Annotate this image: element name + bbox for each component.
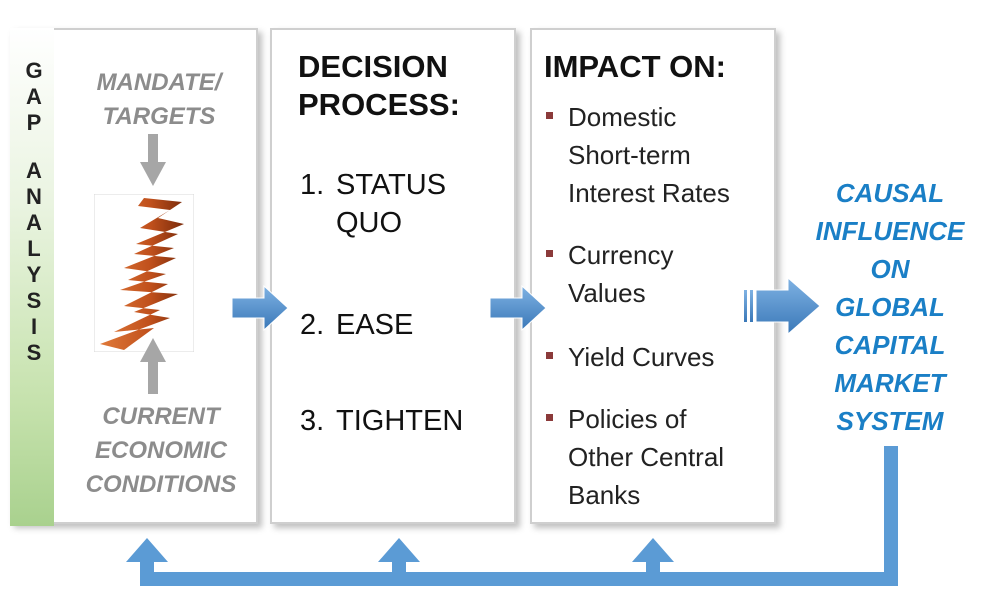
decision-step-ease: 2. EASE xyxy=(300,306,413,344)
causal-line: ON xyxy=(870,254,910,284)
gap-letter: P xyxy=(26,110,42,135)
right-arrow-icon xyxy=(489,284,547,332)
gap-letter: L xyxy=(27,236,41,261)
step-number: 1. xyxy=(300,169,325,201)
gap-analysis-vertical-label: G A P A N A L Y S I S xyxy=(12,58,56,366)
mandate-line: TARGETS xyxy=(102,103,216,130)
impact-item-line: Short-term xyxy=(568,140,691,170)
step-text: STATUS xyxy=(336,169,447,201)
current-line: CURRENT xyxy=(102,403,220,430)
impact-item-domestic-rates: Domestic Short-term Interest Rates xyxy=(542,98,730,212)
impact-on-title: IMPACT ON: xyxy=(544,49,726,84)
bullet-square-icon xyxy=(546,414,553,421)
gap-letter: A xyxy=(26,158,42,183)
causal-line: CAPITAL xyxy=(834,330,946,360)
right-arrow-icon xyxy=(744,276,821,336)
decision-title-line: DECISION xyxy=(298,49,448,84)
causal-line: MARKET xyxy=(834,368,946,398)
impact-item-line: Interest Rates xyxy=(568,178,730,208)
bullet-square-icon xyxy=(546,112,553,119)
impact-item-yield-curves: Yield Curves xyxy=(542,338,714,376)
gap-letter: G xyxy=(25,58,43,83)
gap-letter: I xyxy=(30,314,38,339)
gap-letter: S xyxy=(26,288,42,313)
impact-item-line: Values xyxy=(568,278,646,308)
step-text: EASE xyxy=(336,309,414,341)
gap-letter: Y xyxy=(26,262,42,287)
impact-item-line: Policies of xyxy=(568,404,687,434)
gap-zigzag-icon xyxy=(94,194,194,352)
bullet-square-icon xyxy=(546,352,553,359)
gap-letter: S xyxy=(26,340,42,365)
step-text: QUO xyxy=(336,207,403,239)
causal-influence-label: CAUSAL INFLUENCE ON GLOBAL CAPITAL MARKE… xyxy=(790,174,990,440)
decision-process-title: DECISION PROCESS: xyxy=(298,48,508,124)
impact-item-line: Currency xyxy=(568,240,674,270)
current-economic-conditions-label: CURRENT ECONOMIC CONDITIONS xyxy=(64,400,258,502)
bullet-square-icon xyxy=(546,250,553,257)
causal-line: GLOBAL xyxy=(835,292,945,322)
impact-item-line: Banks xyxy=(568,480,641,510)
gap-analysis-strip xyxy=(10,28,54,526)
mandate-line: MANDATE/ xyxy=(96,69,222,96)
gap-letter: A xyxy=(26,210,42,235)
decision-process-box: DECISION PROCESS: 1. STATUS QUO 2. EASE 3. T… xyxy=(270,28,516,524)
gap-analysis-box: G A P A N A L Y S I S MANDATE/ TARGETS xyxy=(10,28,258,526)
gap-letter: N xyxy=(26,184,42,209)
impact-item-line: Yield Curves xyxy=(568,342,715,372)
causal-line: INFLUENCE xyxy=(815,216,965,246)
impact-on-box: IMPACT ON: Domestic Short-term Interest … xyxy=(530,28,776,524)
down-arrow-icon xyxy=(140,134,166,186)
impact-item-currency-values: Currency Values xyxy=(542,236,673,312)
step-number: 2. xyxy=(300,309,325,341)
impact-item-other-central-banks: Policies of Other Central Banks xyxy=(542,400,724,514)
gap-letter: A xyxy=(26,84,42,109)
impact-item-line: Domestic xyxy=(568,102,677,132)
step-text: TIGHTEN xyxy=(336,405,464,437)
up-arrow-icon xyxy=(140,338,166,394)
right-arrow-icon xyxy=(231,284,289,332)
decision-step-status-quo: 1. STATUS QUO xyxy=(300,166,446,242)
impact-item-line: Other Central xyxy=(568,442,725,472)
current-line: ECONOMIC xyxy=(95,437,227,464)
current-line: CONDITIONS xyxy=(85,471,237,498)
decision-step-tighten: 3. TIGHTEN xyxy=(300,402,463,440)
step-number: 3. xyxy=(300,405,325,437)
causal-line: CAUSAL xyxy=(835,178,945,208)
mandate-targets-label: MANDATE/ TARGETS xyxy=(64,66,254,134)
decision-title-line: PROCESS: xyxy=(298,87,460,122)
causal-line: SYSTEM xyxy=(836,406,944,436)
